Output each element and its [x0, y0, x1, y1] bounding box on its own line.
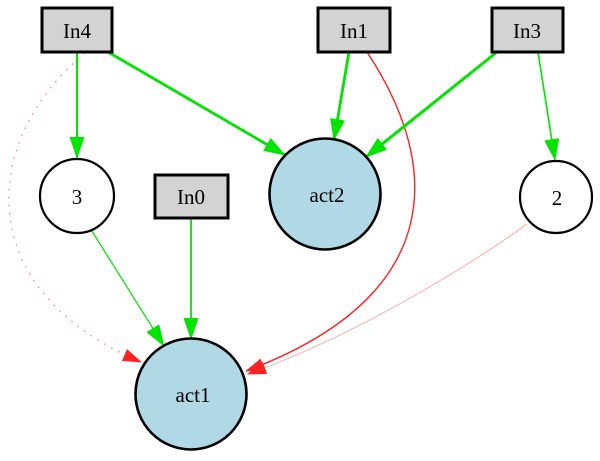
edge-3-act1 [89, 227, 165, 347]
node-In1-box [316, 6, 392, 54]
edge-In4-act1 [8, 52, 142, 363]
edge-In1-act2 [330, 51, 351, 141]
node-act2-label: act2 [310, 183, 345, 207]
edge-In3-act2 [365, 50, 498, 159]
node-In4-box [40, 6, 114, 54]
node-In0-label: In0 [177, 185, 205, 209]
node-3-circle [38, 157, 116, 235]
node-layer: In4 In1 In3 In0 3 2 [38, 6, 594, 451]
node-3: 3 [38, 157, 116, 235]
node-act1: act1 [134, 337, 248, 451]
node-In0-box [153, 173, 230, 220]
node-In0: In0 [153, 173, 230, 220]
node-act2-circle [268, 137, 382, 251]
node-act1-label: act1 [176, 383, 211, 407]
node-2-label: 2 [552, 186, 563, 210]
node-In1-label: In1 [340, 19, 368, 43]
edge-In3-2 [537, 51, 560, 161]
node-3-label: 3 [72, 185, 83, 209]
node-In4: In4 [40, 6, 114, 54]
node-act1-circle [134, 337, 248, 451]
node-In4-label: In4 [63, 19, 91, 43]
edge-layer [8, 50, 560, 375]
edge-In1-act1 [245, 51, 416, 372]
node-2-circle [518, 159, 594, 235]
node-In3: In3 [490, 6, 565, 54]
node-In3-box [490, 6, 565, 54]
edge-In4-act2 [107, 50, 286, 157]
node-2: 2 [518, 159, 594, 235]
node-In1: In1 [316, 6, 392, 54]
edge-2-act1 [247, 223, 528, 375]
node-In3-label: In3 [513, 19, 541, 43]
node-act2: act2 [268, 137, 382, 251]
